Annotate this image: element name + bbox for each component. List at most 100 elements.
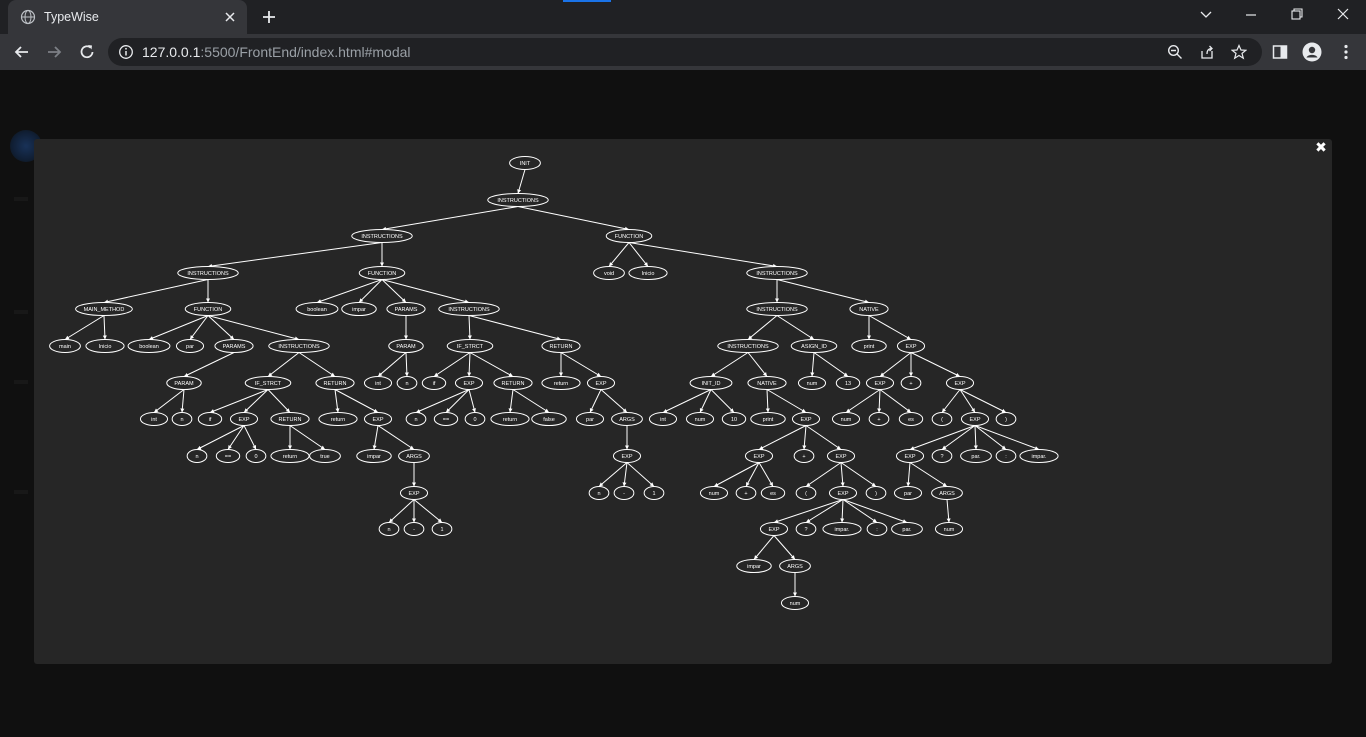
- tree-node-ellipse: [685, 412, 715, 426]
- tree-node-label: impar: [747, 564, 761, 570]
- tree-node-ellipse: [895, 449, 925, 463]
- tree-edge: [415, 389, 470, 413]
- tree-node-ellipse: [744, 449, 774, 463]
- tree-node: n: [588, 486, 610, 500]
- tree-node: par: [893, 486, 923, 500]
- tree-node-ellipse: [315, 376, 355, 390]
- tree-node-ellipse: [197, 412, 223, 426]
- tree-node-label: EXP: [372, 417, 383, 423]
- tree-edge-arrowhead: [946, 518, 951, 523]
- tree-edge: [941, 425, 976, 450]
- minimize-icon[interactable]: [1241, 7, 1261, 23]
- profile-icon[interactable]: [1302, 42, 1322, 62]
- forward-arrow-icon[interactable]: [44, 42, 64, 62]
- star-icon[interactable]: [1230, 44, 1248, 60]
- tree-node-label: 1: [440, 527, 443, 533]
- tree-node: INSTRUCTIONS: [717, 339, 779, 353]
- tree-node-label: PARAMS: [223, 344, 246, 350]
- tree-node-label: n: [195, 454, 198, 460]
- tree-edge-arrowhead: [810, 372, 815, 377]
- tree-node: RETURN: [493, 376, 533, 390]
- url-path: :5500/FrontEnd/index.html#modal: [200, 44, 411, 60]
- tree-edge-arrowhead: [65, 335, 70, 340]
- tree-node-label: num: [709, 491, 720, 497]
- tree-node-ellipse: [85, 339, 125, 353]
- tree-node-ellipse: [760, 486, 786, 500]
- tree-edge: [207, 315, 235, 340]
- tree-node-ellipse: [166, 376, 202, 390]
- tree-node-ellipse: [295, 302, 339, 316]
- tree-node: EXP: [826, 449, 856, 463]
- tree-node-ellipse: [780, 596, 810, 610]
- tree-node-ellipse: [900, 376, 922, 390]
- tree-node-label: n: [180, 417, 183, 423]
- share-icon[interactable]: [1199, 44, 1215, 60]
- tree-node-ellipse: [386, 302, 426, 316]
- zoom-icon[interactable]: [1167, 44, 1183, 60]
- tree-node-ellipse: [849, 302, 889, 316]
- tree-edge: [103, 279, 209, 303]
- tree-edge: [183, 352, 235, 377]
- tree-node-ellipse: [995, 412, 1017, 426]
- tree-node-label: INIT: [520, 161, 531, 167]
- tree-node-ellipse: [612, 449, 642, 463]
- tree-node: ==: [215, 449, 241, 463]
- tree-node-ellipse: [865, 486, 887, 500]
- tree-node-ellipse: [177, 266, 239, 280]
- tree-node-ellipse: [822, 522, 862, 536]
- url-text[interactable]: 127.0.0.1:5500/FrontEnd/index.html#modal: [142, 44, 411, 60]
- tree-edge-arrowhead: [508, 408, 513, 413]
- kebab-menu-icon[interactable]: [1337, 43, 1355, 61]
- tree-node-ellipse: [736, 559, 772, 573]
- tree-node: -: [403, 522, 425, 536]
- tree-node-label: EXP: [753, 454, 764, 460]
- tree-node-label: ): [1005, 417, 1007, 423]
- tree-node-label: INSTRUCTIONS: [361, 234, 403, 240]
- tree-node-label: impar.: [1032, 454, 1047, 460]
- tree-edge-arrowhead: [906, 335, 911, 340]
- tree-node-ellipse: [791, 412, 821, 426]
- tree-edge: [813, 352, 849, 377]
- close-icon[interactable]: [221, 8, 239, 26]
- tree-node-label: par.: [971, 454, 981, 460]
- tree-node-label: if: [209, 417, 212, 423]
- restore-icon[interactable]: [1287, 7, 1307, 23]
- tree-node: INSTRUCTIONS: [438, 302, 500, 316]
- address-bar[interactable]: 127.0.0.1:5500/FrontEnd/index.html#modal: [108, 38, 1262, 66]
- side-panel-icon[interactable]: [1271, 43, 1289, 61]
- tree-node-ellipse: [746, 266, 808, 280]
- reload-icon[interactable]: [77, 42, 97, 62]
- back-arrow-icon[interactable]: [12, 42, 32, 62]
- new-tab-icon[interactable]: [259, 7, 279, 27]
- tree-node: n: [405, 412, 427, 426]
- tree-edge: [148, 315, 209, 340]
- tree-node-ellipse: [309, 449, 341, 463]
- tree-node-ellipse: [186, 449, 208, 463]
- tree-edge-arrowhead: [871, 482, 876, 487]
- tree-edge: [334, 389, 379, 413]
- tree-node-ellipse: [750, 412, 786, 426]
- tree-node-ellipse: [575, 412, 605, 426]
- tree-edge: [842, 499, 908, 523]
- tree-node-label: return: [554, 381, 568, 387]
- tree-edge-arrowhead: [184, 372, 189, 377]
- modal-close-icon[interactable]: ✖: [1315, 139, 1327, 155]
- tree-edge-arrowhead: [508, 372, 513, 377]
- chevron-down-icon[interactable]: [1196, 7, 1216, 23]
- tree-node-ellipse: [931, 486, 963, 500]
- tree-node-label: ): [875, 491, 877, 497]
- tree-edge: [879, 389, 912, 413]
- tree-edge-arrowhead: [714, 482, 719, 487]
- tree-node-label: n: [405, 381, 408, 387]
- tree-node: true: [309, 449, 341, 463]
- tree-edge-arrowhead: [663, 408, 668, 413]
- browser-tab[interactable]: TypeWise: [8, 0, 247, 34]
- tree-node-label: 13: [845, 381, 851, 387]
- sidebar-marker: [14, 197, 28, 201]
- tree-edge: [267, 389, 291, 413]
- tree-edge: [974, 425, 1007, 450]
- info-icon[interactable]: [118, 44, 134, 65]
- tree-edge: [959, 389, 1007, 413]
- tree-node: Inicio: [628, 266, 668, 280]
- close-icon[interactable]: [1333, 7, 1353, 23]
